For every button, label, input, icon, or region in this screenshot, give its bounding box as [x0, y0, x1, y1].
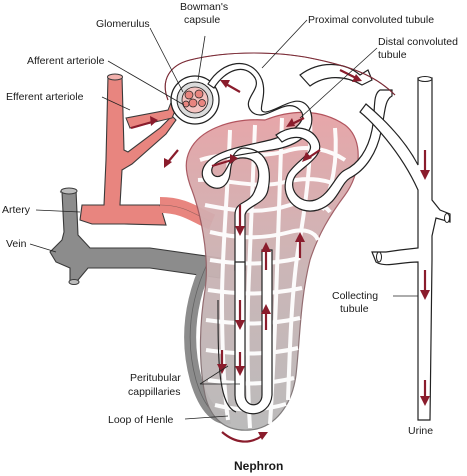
label-collecting-tubule-line2: tubule — [340, 303, 369, 315]
labels: Glomerulus Bowman's capsule Proximal con… — [2, 1, 458, 473]
label-proximal-convoluted-tubule: Proximal convoluted tubule — [308, 14, 434, 26]
nephron-tubules — [164, 52, 451, 421]
glomerulus — [182, 89, 206, 108]
leader-lines — [29, 19, 418, 420]
label-vein: Vein — [6, 238, 27, 250]
label-distal-convoluted-tubule-line1: Distal convoluted — [378, 36, 458, 48]
diagram-title: Nephron — [234, 459, 283, 473]
label-peritubular-capillaries-line1: Peritubular — [130, 372, 181, 384]
label-efferent-arteriole: Efferent arteriole — [6, 91, 84, 103]
label-afferent-arteriole: Afferent arteriole — [27, 55, 105, 67]
label-bowmans-capsule-line1: Bowman's — [180, 1, 228, 13]
label-loop-of-henle: Loop of Henle — [108, 414, 174, 426]
label-peritubular-capillaries-line2: cappillaries — [128, 386, 181, 398]
flow-arrows — [130, 69, 430, 443]
label-urine: Urine — [408, 425, 433, 437]
label-distal-convoluted-tubule-line2: tubule — [378, 49, 407, 61]
label-collecting-tubule-line1: Collecting — [332, 290, 378, 302]
label-glomerulus: Glomerulus — [96, 18, 150, 30]
label-artery: Artery — [2, 204, 31, 216]
label-bowmans-capsule-line2: capsule — [184, 14, 220, 26]
